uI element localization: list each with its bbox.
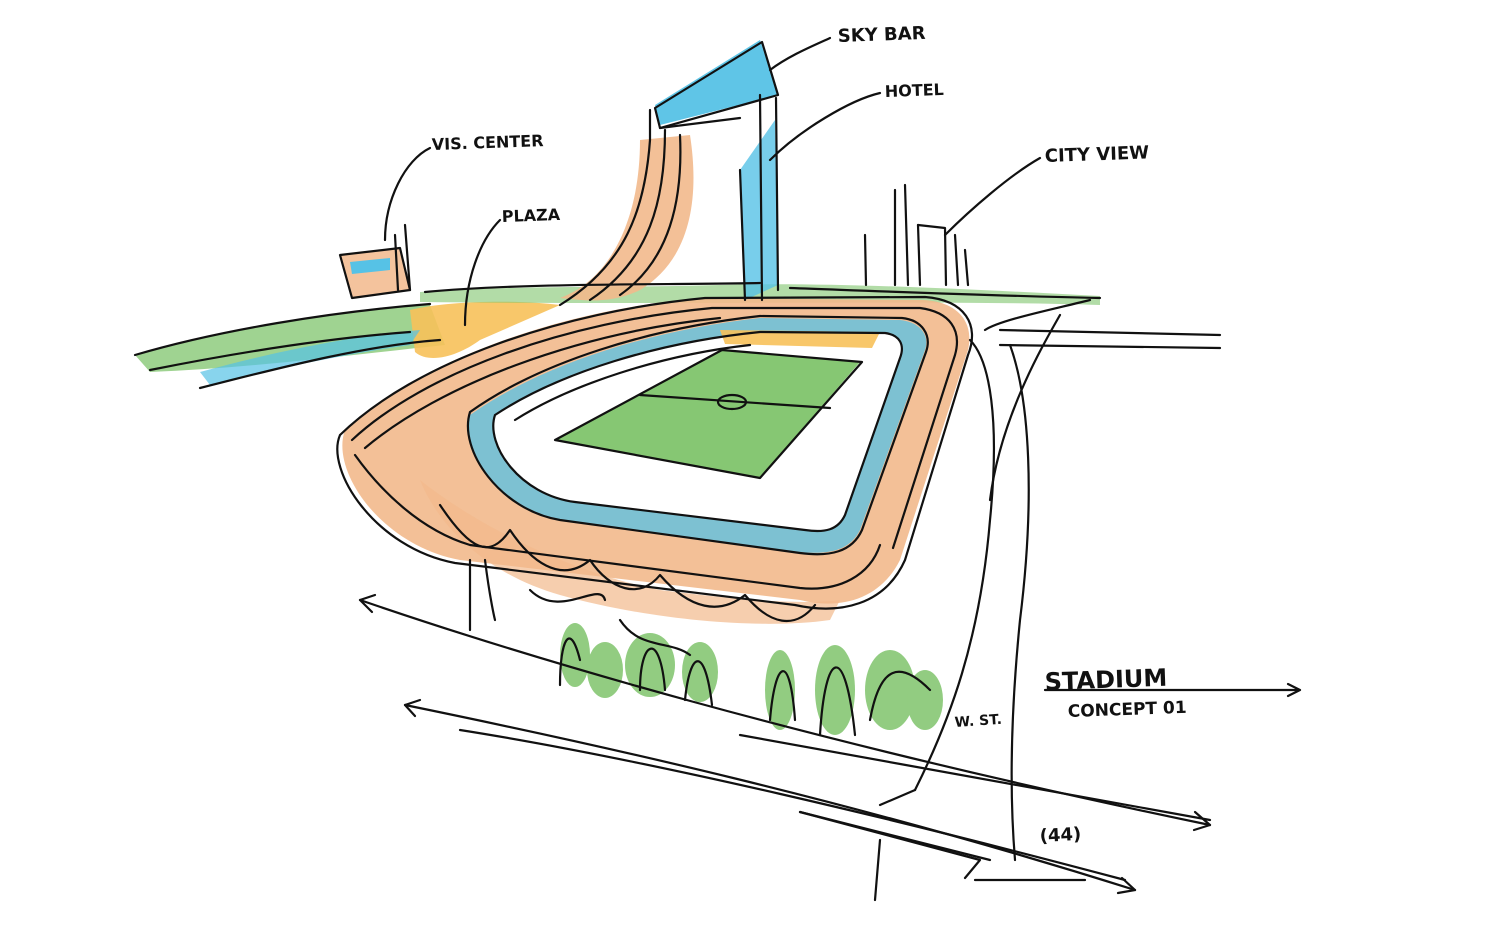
label-hotel: HOTEL xyxy=(884,80,944,101)
label-sky-bar: SKY BAR xyxy=(837,23,926,47)
ink-linework xyxy=(133,36,1302,902)
label-highway: (44) xyxy=(1039,824,1082,847)
water-channel xyxy=(200,330,420,385)
label-city-view: CITY VIEW xyxy=(1044,142,1149,167)
visitor-center xyxy=(340,248,410,298)
label-street: W. ST. xyxy=(954,712,1002,731)
label-plaza: PLAZA xyxy=(501,205,561,226)
tree-group xyxy=(560,623,943,735)
plaza-yellow xyxy=(410,301,560,359)
sky-bar-roof xyxy=(655,40,778,125)
tower-blue-side xyxy=(740,120,778,300)
stadium-pitch xyxy=(555,350,860,478)
label-title-concept: CONCEPT 01 xyxy=(1067,698,1187,722)
visitor-center-window xyxy=(350,258,390,274)
left-lawn xyxy=(135,305,445,372)
hotel-tower-tan xyxy=(560,135,694,301)
canopy-underside xyxy=(420,480,840,624)
label-title-stadium: STADIUM xyxy=(1044,664,1167,696)
pitch-yellow-end xyxy=(720,330,880,348)
label-visitor-center: VIS. CENTER xyxy=(431,131,543,154)
